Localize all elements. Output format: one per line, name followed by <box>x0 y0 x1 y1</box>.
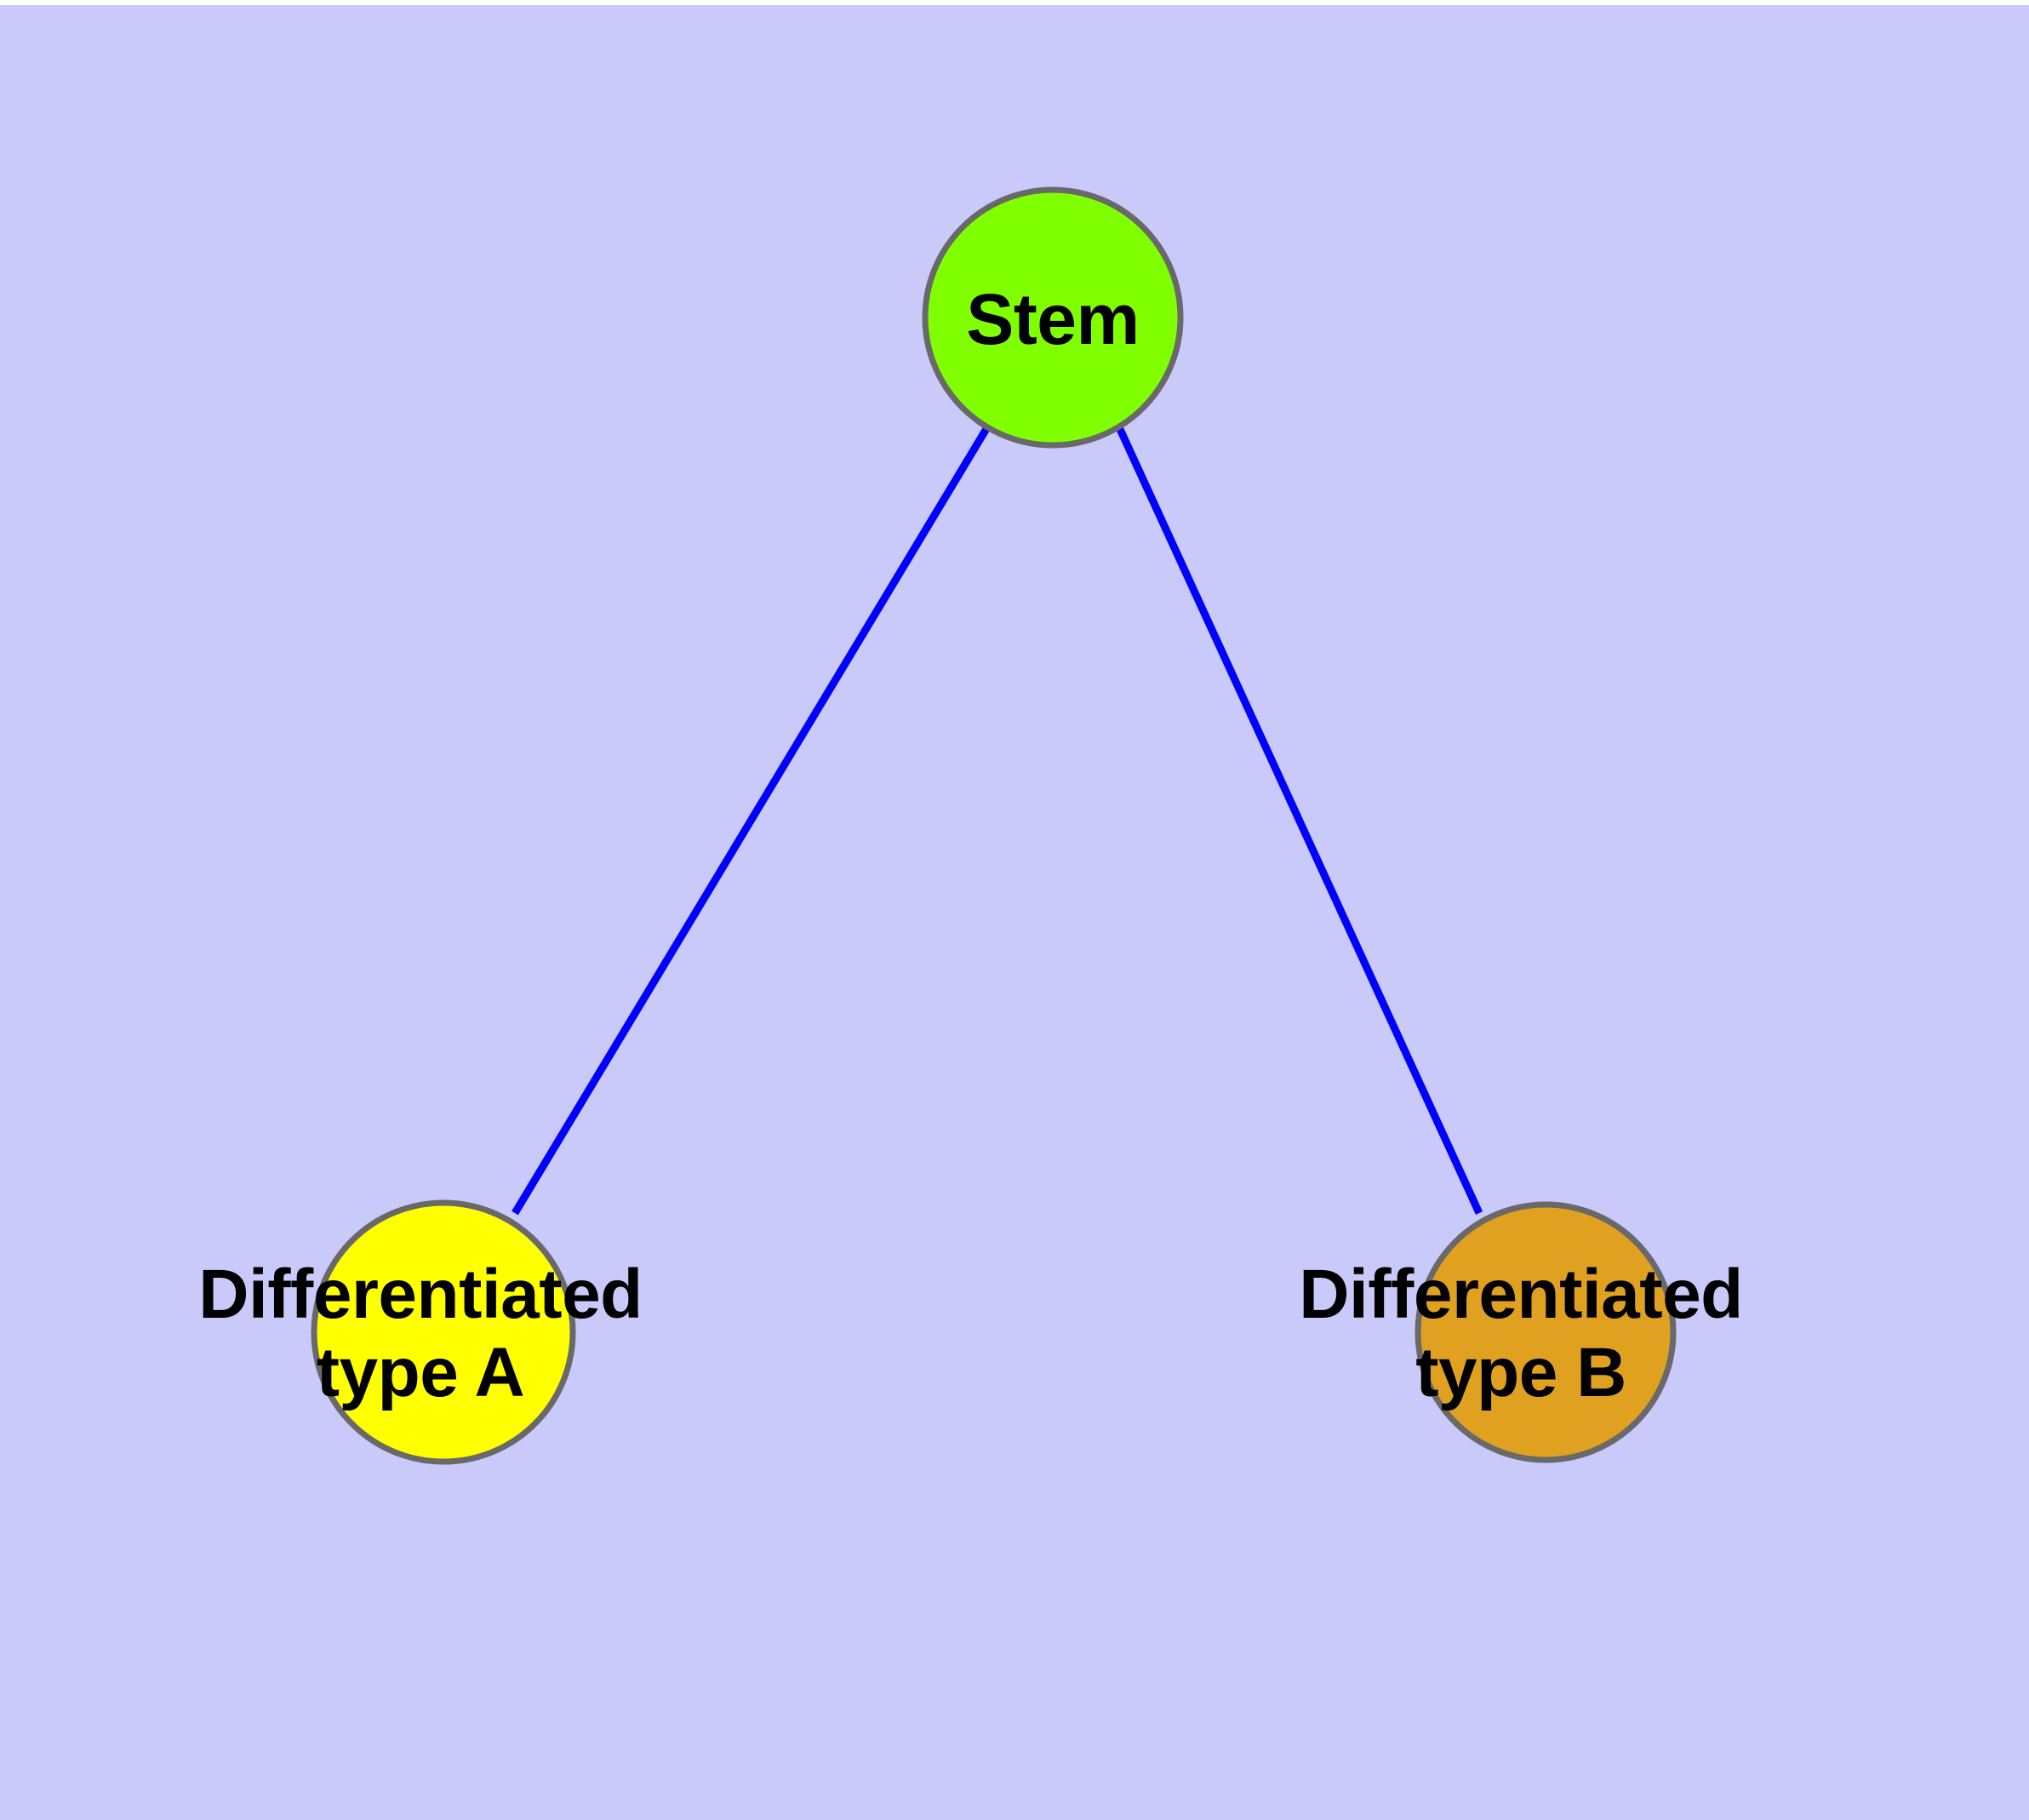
edge-stem-to-differentiated-type-b <box>1115 426 1483 1215</box>
node-circle-differentiated-type-b[interactable] <box>1415 1201 1677 1463</box>
node-circle-stem[interactable] <box>922 186 1184 449</box>
node-layer <box>311 186 1677 1465</box>
edge-stem-to-differentiated-type-a <box>512 425 991 1216</box>
edge-layer <box>512 425 1483 1216</box>
node-circle-differentiated-type-a[interactable] <box>311 1199 576 1465</box>
